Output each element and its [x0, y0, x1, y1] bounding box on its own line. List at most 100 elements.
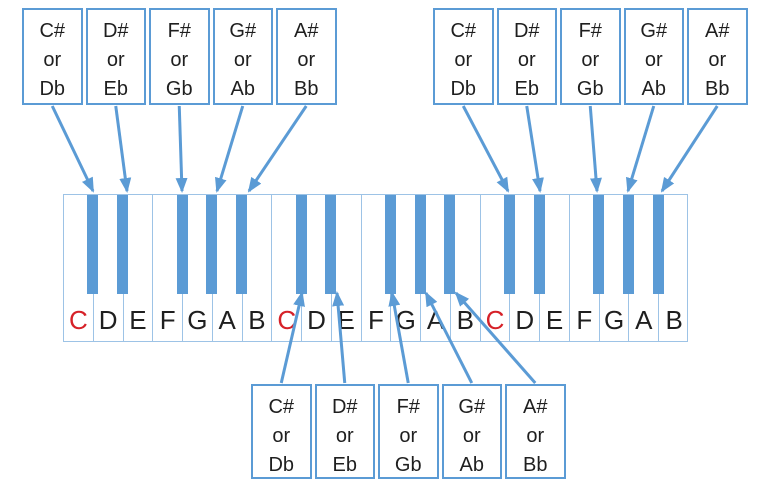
white-key-label: G — [187, 305, 208, 335]
accidental-label-line3: Ab — [459, 454, 484, 476]
black-key-g-sharp-ab-1 — [206, 195, 218, 294]
accidental-label-line2: or — [526, 425, 545, 447]
accidental-label-line1: A# — [294, 20, 319, 42]
accidental-label-line1: D# — [102, 20, 129, 42]
accidental-label-line3: Db — [39, 78, 66, 100]
accidental-label-line1: D# — [513, 20, 540, 42]
white-key-label: A — [218, 305, 236, 335]
white-key-label: C — [68, 305, 88, 335]
accidental-label-line1: G# — [458, 396, 486, 418]
pointer-arrow-top_left-1 — [50, 105, 95, 193]
black-key-d-sharp-eb-2 — [325, 195, 337, 294]
accidental-label-line1: A# — [523, 396, 548, 418]
accidental-label-line2: or — [272, 425, 291, 447]
pointer-arrow-top_right-1 — [461, 105, 510, 193]
accidental-label-line3: Eb — [103, 78, 128, 100]
accidental-label-line1: G# — [640, 20, 668, 42]
pointer-arrow-top_right-4 — [626, 105, 656, 193]
accidental-label-line3: Db — [450, 78, 477, 100]
accidental-label-line1: C# — [268, 396, 295, 418]
black-key-g-sharp-ab-2 — [414, 195, 426, 294]
white-key-label: B — [248, 305, 266, 335]
pointer-arrow-top_left-2 — [114, 105, 132, 193]
pointer-arrow-top_left-5 — [247, 105, 308, 193]
white-key-label: E — [337, 305, 355, 335]
white-key-label: F — [368, 305, 384, 335]
white-key-label: D — [98, 305, 118, 335]
accidental-label-line2: or — [581, 49, 600, 71]
accidental-label-line1: A# — [705, 20, 730, 42]
white-key-label: D — [515, 305, 535, 335]
accidental-label-line1: C# — [39, 20, 66, 42]
black-key-c-sharp-db-3 — [503, 195, 515, 294]
pointer-arrow-top_right-5 — [660, 105, 719, 193]
white-key-label: E — [129, 305, 147, 335]
black-key-c-sharp-db-2 — [295, 195, 307, 294]
white-key-label: E — [545, 305, 564, 335]
accidental-label-line2: or — [454, 49, 473, 71]
black-key-f-sharp-gb-2 — [384, 195, 396, 294]
white-key-label: B — [665, 305, 683, 335]
white-key-b3: B — [659, 195, 689, 341]
accidental-label-line3: Gb — [394, 454, 422, 476]
accidental-label-line1: C# — [450, 20, 477, 42]
accidental-label-line3: Eb — [514, 78, 539, 100]
white-key-b1: B — [243, 195, 273, 341]
black-key-a-sharp-bb-3 — [652, 195, 664, 294]
white-key-label: A — [426, 305, 445, 335]
accidental-label-line1: F# — [167, 20, 191, 42]
accidental-label-line1: F# — [396, 396, 420, 418]
black-key-f-sharp-gb-1 — [176, 195, 188, 294]
accidental-label-line3: Bb — [705, 78, 730, 100]
black-key-d-sharp-eb-3 — [533, 195, 545, 294]
accidental-label-line1: D# — [331, 396, 358, 418]
white-key-label: G — [603, 305, 625, 335]
accidental-label-line2: or — [106, 49, 125, 71]
white-key-e1: E — [124, 195, 154, 341]
black-key-c-sharp-db-1 — [87, 195, 99, 294]
pointer-arrow-top_right-2 — [525, 105, 544, 193]
white-key-label: G — [395, 305, 416, 335]
accidental-label-line3: Ab — [641, 78, 666, 100]
white-key-label: D — [307, 305, 326, 335]
black-key-a-sharp-bb-1 — [236, 195, 248, 294]
black-key-g-sharp-ab-3 — [622, 195, 634, 294]
pointer-arrow-top_left-3 — [175, 105, 188, 193]
white-key-label: F — [576, 305, 593, 335]
accidental-label-line2: or — [644, 49, 663, 71]
pointer-arrow-top_right-3 — [588, 105, 602, 193]
accidental-label-line1: G# — [229, 20, 257, 42]
accidental-label-line3: Gb — [165, 78, 193, 100]
black-key-a-sharp-bb-2 — [444, 195, 456, 294]
accidental-label-line3: Ab — [230, 78, 255, 100]
accidental-label-line2: or — [335, 425, 354, 447]
pointer-arrow-top_left-4 — [215, 105, 245, 193]
accidental-label-line2: or — [297, 49, 316, 71]
accidental-label-line3: Db — [268, 454, 295, 476]
white-key-e3: E — [540, 195, 570, 341]
white-key-label: F — [159, 305, 176, 335]
accidental-label-line3: Eb — [332, 454, 357, 476]
accidental-label-line2: or — [708, 49, 727, 71]
accidental-label-line2: or — [43, 49, 62, 71]
white-key-label: C — [485, 305, 505, 335]
white-key-label: B — [456, 305, 474, 335]
black-key-f-sharp-gb-3 — [593, 195, 605, 294]
white-key-label: C — [277, 305, 297, 335]
accidental-label-line3: Gb — [576, 78, 604, 100]
